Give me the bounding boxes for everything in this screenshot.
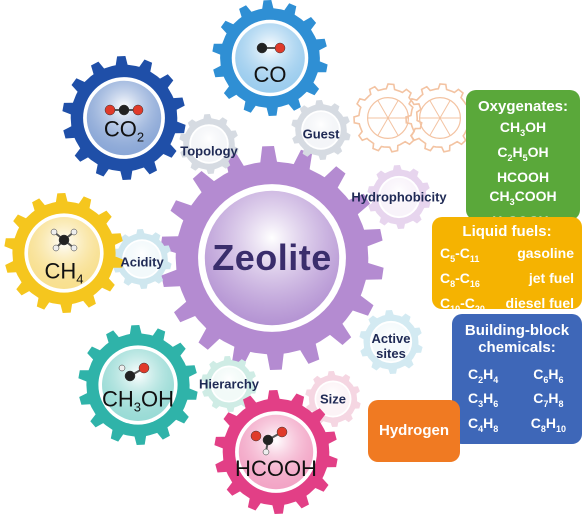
oxygenate-item: C2H5OH [497, 144, 549, 163]
topology-label: Topology [180, 143, 238, 159]
hydrogen-title: Hydrogen [378, 422, 449, 440]
hydrophobicity-label: Hydrophobicity [351, 189, 447, 205]
acidity-gear-hub [124, 241, 160, 277]
ch4-gear-hub [28, 217, 100, 289]
building-block-right-column: C6H6 C7H8 C8H10 [531, 365, 566, 439]
hierarchy-gear [201, 356, 257, 412]
active-sites-gear [359, 310, 423, 374]
co2-carbon-icon [118, 104, 130, 116]
hydrophobicity-gear-hub [379, 177, 419, 217]
ch3oh-label: CH3OH [101, 386, 175, 415]
building-block-item: C4H8 [468, 415, 499, 434]
hcooh-gear [214, 390, 338, 514]
ch3oh-gear [78, 325, 198, 445]
co-carbon-icon [256, 42, 268, 54]
ch3oh-hydrogen-icon [118, 364, 126, 372]
co-oxygen-icon [274, 42, 286, 54]
building-block-item: C3H6 [468, 390, 499, 410]
hcooh-label: HCOOH [235, 456, 317, 481]
outline-gear-2-spoke [429, 117, 441, 136]
outline-gear-1-spoke [387, 117, 399, 136]
ch3oh-carbon-icon [124, 370, 136, 382]
guest-gear-hub [303, 112, 339, 148]
hydrogen-box: Hydrogen [368, 400, 460, 462]
size-label: Size [319, 391, 347, 407]
ch4-gear [4, 193, 124, 313]
ch4-hydrogen-icon [70, 228, 78, 236]
outline-gear-1-spoke [387, 100, 399, 119]
co2-gear-hub [86, 80, 162, 156]
oxygenate-item: CH3COOH [489, 187, 557, 207]
zeolite-gear [160, 146, 384, 370]
co2-oxygen-icon [104, 104, 116, 116]
liquid-fuels-title: Liquid fuels: [462, 223, 552, 240]
zeolite-title: Zeolite [212, 237, 332, 278]
ch3oh-oxygen-icon [138, 362, 150, 374]
hydrophobicity-gear [367, 165, 431, 229]
ch4-hydrogen-icon [50, 228, 58, 236]
hcooh-carbon-icon [262, 434, 274, 446]
ch4-hydrogen-icon [52, 244, 60, 252]
building-block-item: C8H10 [530, 415, 566, 434]
co-gear-hub [235, 23, 305, 93]
building-block-item: C6H6 [533, 365, 564, 385]
outline-gear-2-spoke [439, 117, 451, 136]
guest-label: Guest [302, 126, 340, 142]
ch4-carbon-icon [58, 234, 70, 246]
guest-gear [291, 100, 351, 160]
ch4-hydrogen-icon [70, 244, 78, 252]
outline-gear-2-spoke [439, 100, 451, 119]
oxygenates-box: Oxygenates: CH3OH C2H5OH HCOOH CH3COOH H… [466, 90, 580, 231]
zeolite-gear-hub [204, 190, 340, 326]
acidity-gear [112, 229, 172, 289]
topology-gear [179, 114, 239, 174]
hcooh-oxygen-icon [250, 430, 262, 442]
outline-gear-1 [353, 83, 423, 153]
outline-gear-2 [405, 83, 475, 153]
hierarchy-gear-hub [212, 367, 246, 401]
building-block-item: C7H8 [533, 390, 564, 410]
hcooh-hydrogen-icon [262, 448, 270, 456]
acidity-label: Acidity [120, 254, 164, 270]
outline-gear-2-teeth [405, 83, 475, 153]
building-block-item: C2H4 [468, 365, 499, 385]
co2-label: CO2 [103, 116, 145, 145]
outline-gear-1-teeth [353, 83, 423, 153]
co-label: CO [253, 62, 287, 87]
oxygenates-title: Oxygenates: [477, 98, 569, 115]
oxygenate-item: CH3OH [499, 119, 547, 139]
active-sites-gear-hub [371, 322, 411, 362]
co2-gear [62, 56, 186, 180]
outline-gear-2-spoke [429, 100, 441, 119]
co-gear [212, 0, 328, 116]
ch4-label: CH4 [44, 258, 84, 287]
hcooh-oxygen-icon [276, 426, 288, 438]
outline-gear-1-spoke [377, 100, 389, 119]
building-block-list: C2H4 C3H6 C4H8 C6H6 C7H8 C8H10 [462, 365, 572, 439]
size-gear-hub [316, 382, 350, 416]
topology-gear-hub [191, 126, 227, 162]
hierarchy-label: Hierarchy [199, 376, 259, 392]
building-block-left-column: C2H4 C3H6 C4H8 [468, 365, 498, 439]
co2-oxygen-icon [132, 104, 144, 116]
oxygenate-item: HCOOH [496, 168, 550, 185]
outline-gear-1-spoke [377, 117, 389, 136]
